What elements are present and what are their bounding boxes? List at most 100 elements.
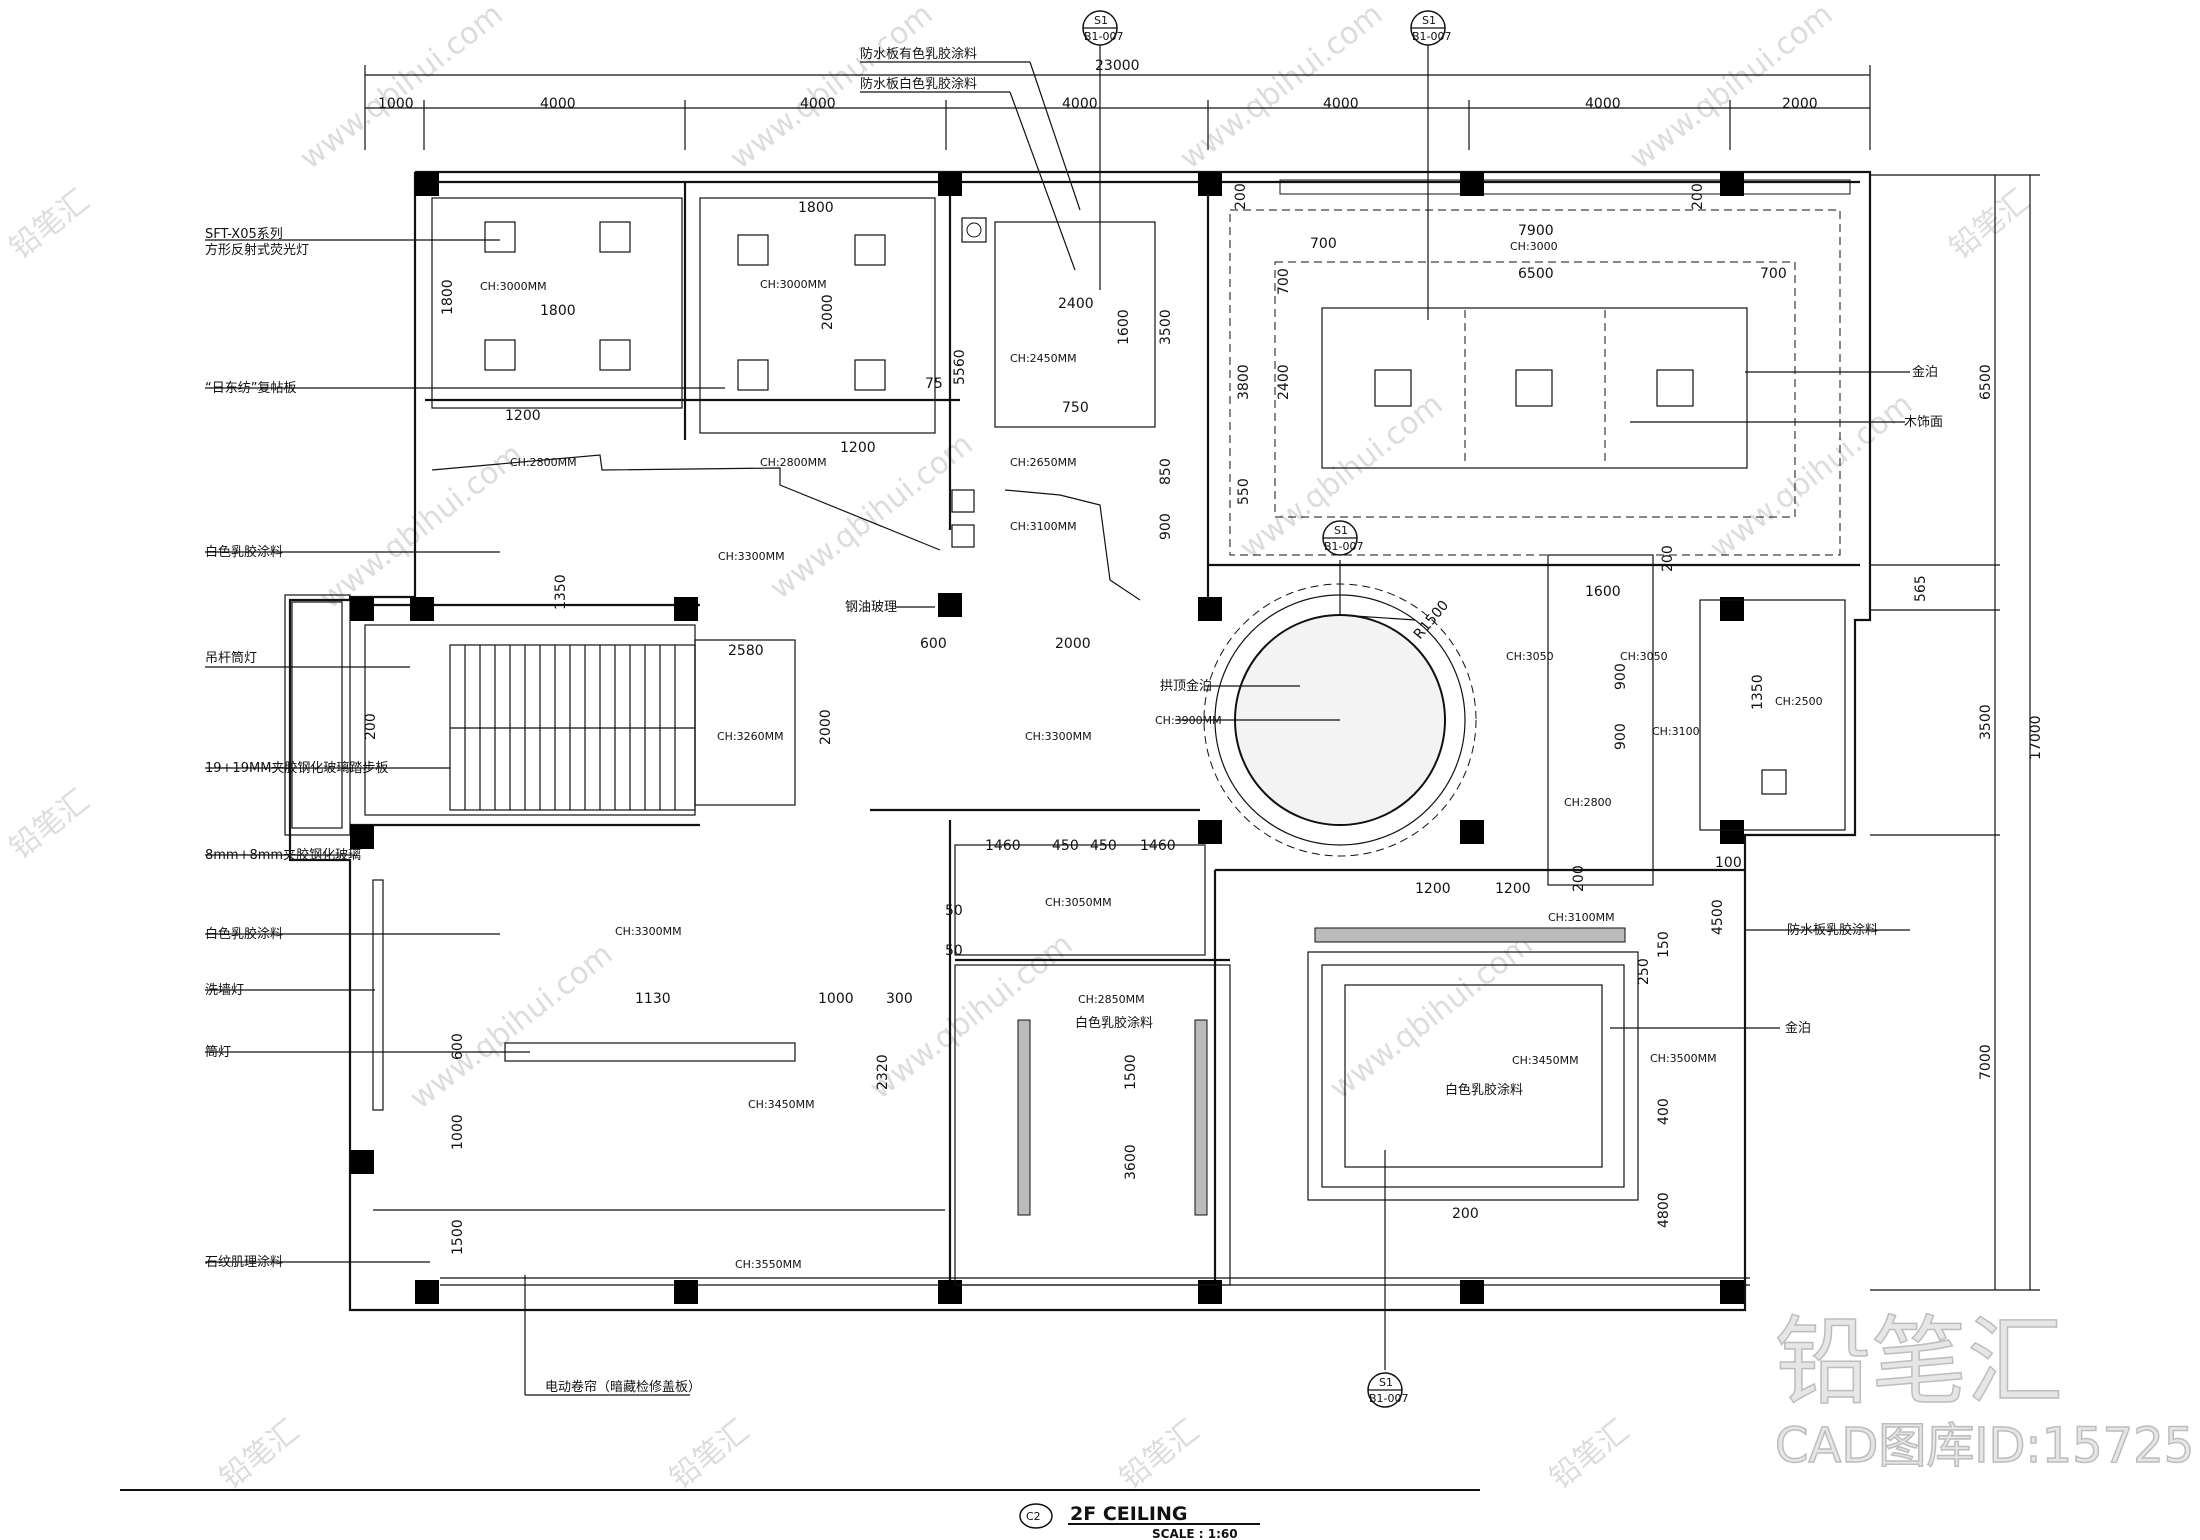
section-marker: S1 B1-007	[1082, 10, 1124, 290]
section-marker-top: S1	[1422, 14, 1436, 27]
dim: 1460	[1140, 838, 1176, 854]
dim: 600	[920, 636, 947, 652]
column	[1198, 172, 1222, 196]
label-glass-tread: 19+19MM夹胶钢化玻璃踏步板	[205, 760, 388, 776]
dim-total-width: 23000	[1095, 58, 1140, 74]
column	[1720, 172, 1744, 196]
watermark-url: www.qbihui.com	[863, 927, 1079, 1107]
section-marker: S1 B1-007	[1367, 1150, 1409, 1408]
dim: 1500	[1123, 1054, 1139, 1090]
ceiling-height: CH:3450MM	[1512, 1054, 1579, 1067]
dim: 450	[1052, 838, 1079, 854]
dim: 50	[945, 943, 963, 959]
ceiling-height: CH:3100	[1652, 725, 1700, 738]
dim: 200	[1452, 1206, 1479, 1222]
dim: 1350	[553, 574, 569, 610]
lower-center-room: CH:3050MM CH:2850MM 白色乳胶涂料 1460 450 450 …	[945, 838, 1231, 1286]
ceiling-height: CH:2850MM	[1078, 993, 1145, 1006]
dim: 5560	[952, 349, 968, 385]
lower-right-room: CH:3450MM CH:3500MM CH:3100MM 白色乳胶涂料 120…	[1307, 855, 1742, 1228]
column	[674, 1280, 698, 1304]
watermark-brand: 铅笔汇	[1543, 1413, 1635, 1496]
room-note: 白色乳胶涂料	[1445, 1082, 1523, 1098]
dim-top-seg: 4000	[1585, 96, 1621, 112]
ceiling-height: CH:3050	[1620, 650, 1668, 663]
ceiling-height: CH:3000MM	[760, 278, 827, 291]
dim: 100	[1715, 855, 1742, 871]
dim: 2000	[818, 709, 834, 745]
dim: 75	[925, 376, 943, 392]
dim: 700	[1276, 268, 1292, 295]
dim: 7900	[1518, 223, 1554, 239]
watermark-brand: 铅笔汇	[1943, 183, 2035, 266]
label-wall-washer: 洗墙灯	[205, 983, 244, 998]
dim-top-seg: 4000	[1323, 96, 1359, 112]
dim: 200	[1571, 865, 1587, 892]
dim: 400	[1656, 1098, 1672, 1125]
watermark-url: www.qbihui.com	[1623, 0, 1839, 176]
dim: 1600	[1585, 584, 1621, 600]
dim: 600	[450, 1033, 466, 1060]
dim: 750	[1062, 400, 1089, 416]
dim: 1350	[1750, 674, 1766, 710]
ceiling-height: CH:3500MM	[1650, 1052, 1717, 1065]
ceiling-height: CH:2800	[1564, 796, 1612, 809]
column	[1198, 597, 1222, 621]
dim: 200	[1660, 545, 1676, 572]
label-waterproof-color-paint: 防水板有色乳胶涂料	[860, 46, 977, 62]
column	[1198, 820, 1222, 844]
center-callouts: 钢油玻理 拱顶金泊 CH:3900MM	[845, 600, 1340, 727]
watermark-library-id: CAD图库ID:15725	[1775, 1418, 2194, 1474]
label-gold-foil: 金泊	[1912, 364, 1938, 380]
watermark-url: www.qbihui.com	[403, 937, 619, 1117]
label-stone-texture-paint: 石纹肌理涂料	[205, 1254, 283, 1270]
room-top-right: CH:3000 7900 700 6500 700 700 3800 2400 …	[1229, 183, 1841, 572]
dim-right-seg: 7000	[1978, 1044, 1994, 1080]
column	[1198, 1280, 1222, 1304]
dim: 250	[1636, 958, 1652, 985]
column	[1720, 820, 1744, 844]
column	[415, 172, 439, 196]
ceiling-height: CH:2450MM	[1010, 352, 1077, 365]
column	[350, 825, 374, 849]
library-watermark: 铅笔汇 CAD图库ID:15725	[1774, 1305, 2195, 1475]
lower-left-hall: CH:3300MM CH:3450MM CH:3550MM 1130 1000 …	[372, 879, 945, 1271]
label-paint: 白色乳胶涂料	[205, 926, 283, 942]
right-callouts: 金泊 木饰面 防水板乳胶涂料 金泊	[1610, 364, 1943, 1036]
title-block: C2 2F CEILING SCALE : 1:60	[120, 1489, 1480, 1540]
column	[1460, 1280, 1484, 1304]
label-paint: 白色乳胶涂料	[205, 544, 283, 560]
right-dimension-chain: 17000 6500 565 3500 7000	[1870, 174, 2044, 1291]
top-dimension-chain: 23000 1000 4000 4000 4000 4000 4000 2000	[364, 58, 1871, 150]
dim-total-height: 17000	[2028, 715, 2044, 760]
section-marker-top: S1	[1379, 1376, 1393, 1389]
ceiling-height: CH:3300MM	[1025, 730, 1092, 743]
label-light-series: SFT-X05系列	[205, 227, 283, 242]
dim: 2320	[875, 1054, 891, 1090]
watermark-brand: 铅笔汇	[213, 1413, 305, 1496]
ceiling-height: CH:2500	[1775, 695, 1823, 708]
dim: 2400	[1276, 364, 1292, 400]
label-tempered-glass: 8mm+8mm夹胶钢化玻璃	[205, 847, 361, 863]
watermark-brand: 铅笔汇	[663, 1413, 755, 1496]
section-marker: S1 B1-007	[1322, 520, 1364, 640]
dim: 3500	[1158, 309, 1174, 345]
dim: 1200	[1415, 881, 1451, 897]
ceiling-height: CH:3300MM	[718, 550, 785, 563]
dim: 850	[1158, 458, 1174, 485]
section-marker-bottom: B1-007	[1412, 30, 1452, 43]
dim-radius: R1500	[1411, 598, 1452, 643]
dim-top-seg: 4000	[1062, 96, 1098, 112]
ceiling-height: CH:3450MM	[748, 1098, 815, 1111]
dim: 900	[1158, 513, 1174, 540]
label-waterproof-white-paint: 防水板白色乳胶涂料	[860, 76, 977, 92]
label-downlight: 筒灯	[205, 1044, 231, 1060]
dim: 6500	[1518, 266, 1554, 282]
room-note: 白色乳胶涂料	[1075, 1015, 1153, 1031]
dim: 700	[1760, 266, 1787, 282]
room-center-top: CH:2450MM CH:2650MM CH:3100MM 2400 1600 …	[925, 217, 1174, 601]
dim: 200	[1690, 183, 1706, 210]
ceiling-height: CH:3000MM	[480, 280, 547, 293]
dim: 4500	[1710, 899, 1726, 935]
